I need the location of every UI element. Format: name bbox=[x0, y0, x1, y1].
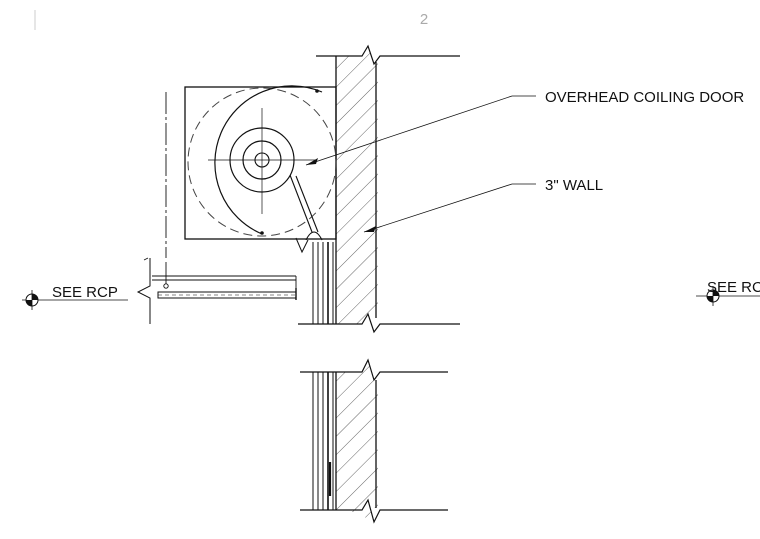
coil-dashed-outline bbox=[187, 87, 337, 237]
reference-marker-left: SEE RCP bbox=[22, 284, 128, 310]
reference-label-right: SEE RC bbox=[707, 279, 760, 296]
lower-wall-bottom-break-line bbox=[300, 498, 448, 524]
reference-marker-right: SEE RC bbox=[696, 279, 760, 306]
callout-wall-label: 3" WALL bbox=[545, 177, 603, 194]
callout-door-label: OVERHEAD COILING DOOR bbox=[545, 89, 744, 106]
coil-arc bbox=[214, 85, 323, 235]
callout-door: OVERHEAD COILING DOOR bbox=[305, 89, 744, 166]
upper-wall-section bbox=[298, 44, 460, 334]
reference-label-left: SEE RCP bbox=[52, 284, 118, 301]
ceiling-assembly bbox=[136, 92, 297, 324]
coil-hood bbox=[184, 85, 337, 254]
door-guide-rails bbox=[312, 242, 334, 510]
upper-wall-bottom-break-line bbox=[298, 312, 460, 334]
bottom-bar bbox=[305, 231, 323, 241]
lower-wall-top-break-line bbox=[300, 358, 448, 382]
callout-wall: 3" WALL bbox=[363, 177, 603, 233]
lower-wall-section bbox=[300, 358, 448, 524]
upper-wall-top-break-line bbox=[316, 44, 460, 66]
curtain-line bbox=[289, 174, 313, 233]
sheet-number: 2 bbox=[420, 11, 428, 28]
